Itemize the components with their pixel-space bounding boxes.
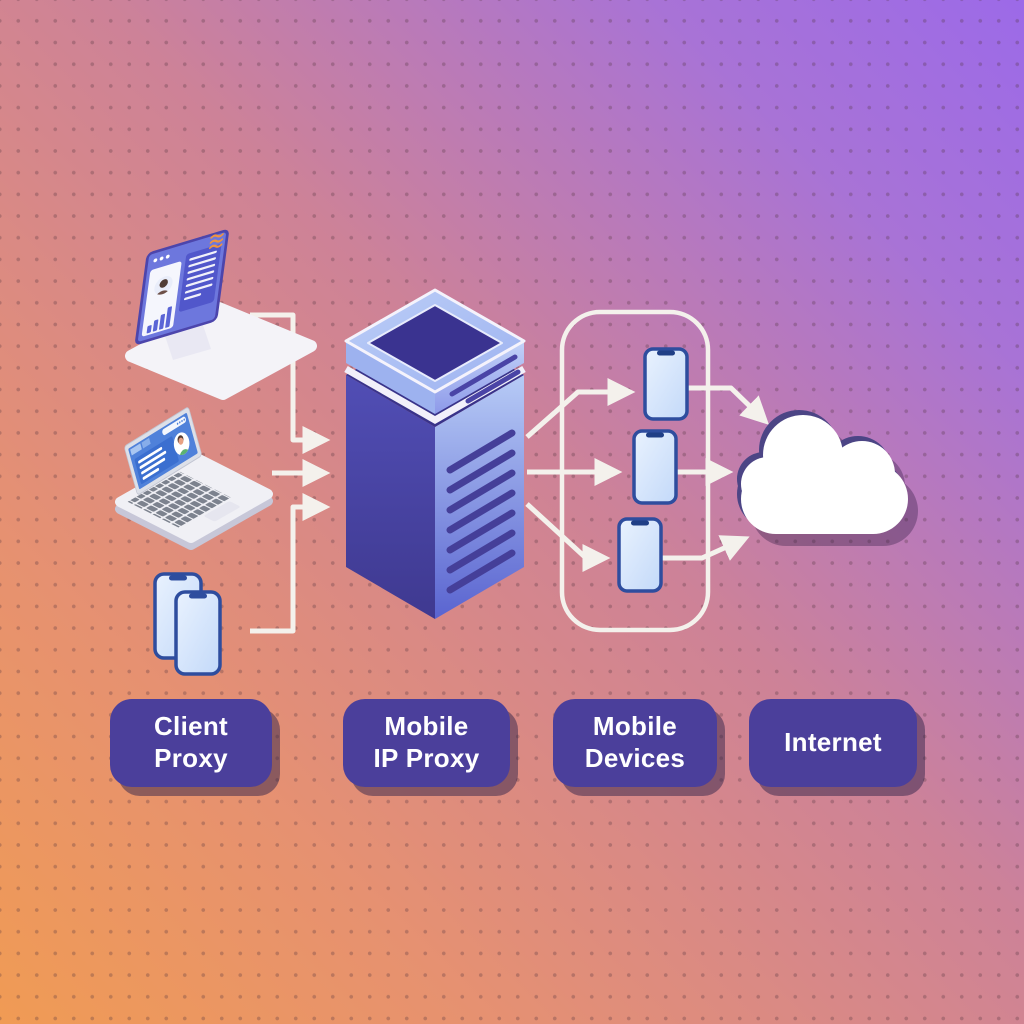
arrow-phone1-to-cloud — [687, 385, 770, 425]
mobile-phone-icon — [632, 429, 678, 505]
laptop-icon — [115, 407, 273, 550]
mobile-phone-icon — [643, 347, 689, 421]
label-line: Proxy — [154, 743, 228, 773]
mobile-phone-icon — [617, 517, 663, 593]
label-mobile-ip-proxy: Mobile IP Proxy — [343, 699, 510, 787]
desktop-browser-icon — [125, 229, 317, 400]
label-line: Devices — [584, 743, 686, 773]
arrow-server-to-phone3 — [525, 502, 611, 572]
flow-arrows — [250, 312, 770, 634]
internet-cloud-icon — [737, 410, 918, 546]
label-line: Mobile — [384, 711, 469, 742]
arrow-phone3-to-cloud — [661, 535, 750, 561]
label-line: Mobile — [592, 711, 678, 742]
proxy-server-icon — [344, 288, 526, 619]
label-mobile-devices: Mobile Devices — [553, 699, 717, 787]
mobile-devices-outline — [559, 309, 711, 633]
label-line: IP Proxy — [373, 743, 480, 773]
arrow-phones-to-server — [250, 493, 331, 634]
arrow-browser-to-server — [250, 312, 331, 454]
label-line: Internet — [784, 727, 882, 758]
client-smartphones-icon — [153, 572, 222, 676]
arrow-server-to-phone1 — [525, 378, 636, 439]
label-line: Client — [153, 711, 229, 742]
mobile-devices-group — [559, 309, 711, 633]
accent-squiggle-icon — [208, 233, 224, 250]
label-client-proxy: Client Proxy — [110, 699, 272, 787]
label-internet: Internet — [749, 699, 917, 787]
server-vent-slats — [446, 429, 516, 594]
